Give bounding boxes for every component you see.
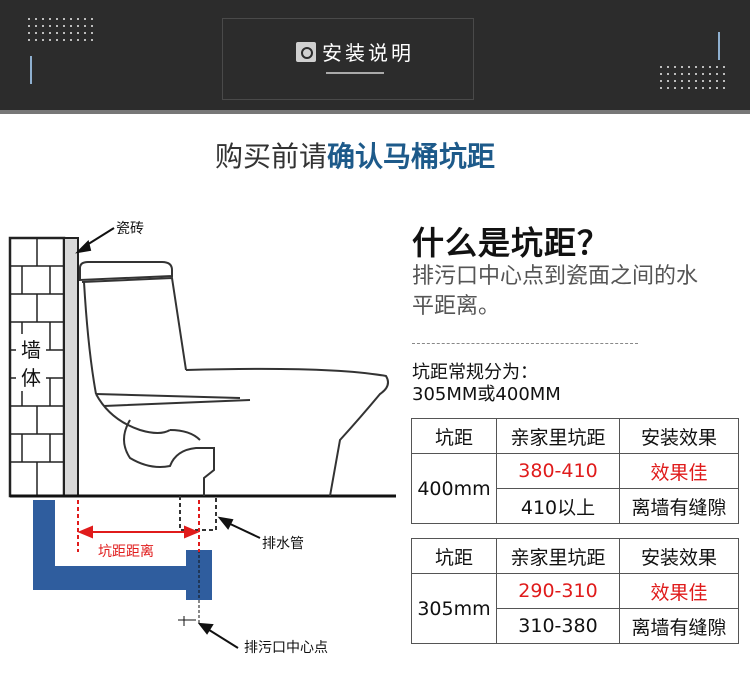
headline-emphasis: 确认马桶坑距: [327, 140, 496, 173]
question-description: 排污口中心点到瓷面之间的水平距离。: [412, 264, 699, 319]
standard-line-1: 坑距常规分为：: [412, 362, 538, 383]
dot-pattern-left: [28, 18, 93, 41]
outlet-center-label: 排污口中心点: [244, 640, 328, 656]
pit-distance-marker: [77, 500, 200, 552]
table-row: 400mm 380-410 效果佳: [411, 453, 739, 524]
wall-label-1: 墙: [16, 334, 46, 363]
effect-cell: 效果佳: [619, 453, 739, 489]
header-cell: 亲家里坑距: [496, 418, 620, 454]
table-row: 305mm 290-310 效果佳: [411, 573, 739, 644]
header-frame: [222, 18, 474, 100]
header-title-group: 安装说明: [296, 37, 414, 66]
toilet-diagram: [8, 227, 396, 649]
camera-icon: [296, 41, 316, 62]
effect-cell: 离墙有缝隙: [619, 488, 739, 524]
dot-pattern-right: [660, 66, 725, 89]
spec-table-305: 坑距 亲家里坑距 安装效果 305mm 290-310 效果佳 310-380 …: [411, 538, 739, 644]
header-cell: 坑距: [411, 538, 497, 574]
table-header-row: 坑距 亲家里坑距 安装效果: [411, 538, 739, 574]
header-title: 安装说明: [322, 41, 414, 65]
header-banner: 安装说明: [0, 0, 750, 110]
table-row: 310-380 离墙有缝隙: [412, 608, 739, 644]
accent-line-right: [718, 32, 720, 60]
wall-label-2: 体: [16, 362, 46, 391]
headline-prefix: 购买前请: [214, 140, 327, 173]
leader-lines: [75, 227, 261, 649]
pit-distance-label: 坑距距离: [96, 541, 156, 561]
header-cell: 亲家里坑距: [496, 538, 620, 574]
pit-cell: 400mm: [411, 453, 497, 524]
table-row: 410以上 离墙有缝隙: [412, 488, 739, 524]
header-underline: [326, 72, 384, 74]
standard-line-2: 305MM或400MM: [412, 384, 561, 405]
dashed-divider: [412, 343, 638, 344]
spec-table-400: 坑距 亲家里坑距 安装效果 400mm 380-410 效果佳 410以上 离墙…: [411, 418, 739, 524]
header-bottom-strip: [0, 110, 750, 114]
tile-layer: [63, 237, 79, 497]
drain-pipe: [33, 500, 212, 625]
effect-cell: 离墙有缝隙: [619, 608, 739, 644]
pit-cell: 305mm: [411, 573, 497, 644]
range-cell: 380-410: [496, 453, 620, 489]
header-cell: 安装效果: [619, 538, 739, 574]
range-cell: 310-380: [496, 608, 620, 644]
standard-text: 坑距常规分为： 305MM或400MM: [412, 362, 561, 406]
range-cell: 410以上: [496, 488, 620, 524]
header-cell: 安装效果: [619, 418, 739, 454]
table-header-row: 坑距 亲家里坑距 安装效果: [411, 418, 739, 454]
effect-cell: 效果佳: [619, 573, 739, 609]
toilet-outline: [79, 261, 389, 531]
accent-line-left: [30, 56, 32, 84]
tile-label: 瓷砖: [116, 221, 144, 237]
header-cell: 坑距: [411, 418, 497, 454]
question-title: 什么是坑距？: [412, 224, 611, 262]
headline: 购买前请确认马桶坑距: [0, 135, 710, 175]
drain-pipe-label: 排水管: [262, 536, 304, 552]
range-cell: 290-310: [496, 573, 620, 609]
